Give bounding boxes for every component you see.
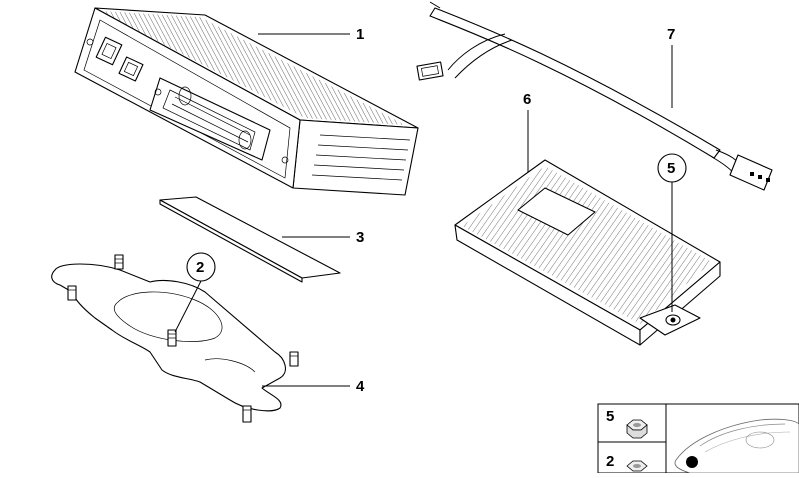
callout-label-5: 5 — [667, 160, 675, 177]
callout-label-1: 1 — [356, 26, 364, 43]
vehicle-locator-icon — [674, 418, 799, 474]
callout-6: 6 — [523, 91, 531, 108]
callout-label-2: 2 — [196, 259, 204, 276]
wiring-harness-part-7[interactable] — [416, 1, 773, 191]
module-part-6[interactable] — [454, 159, 721, 346]
legend-row-5: 5 — [606, 408, 648, 439]
callout-3: 3 — [356, 229, 364, 246]
callout-7: 7 — [667, 26, 675, 43]
legend-table: 5 2 — [597, 403, 799, 474]
control-unit-part-1[interactable] — [74, 7, 419, 196]
legend-number-2: 2 — [606, 453, 614, 470]
nut-icon — [626, 460, 648, 472]
location-dot-icon — [686, 456, 698, 468]
legend-row-2: 2 — [606, 453, 648, 472]
callout-1: 1 — [356, 26, 364, 43]
callout-label-7: 7 — [667, 26, 675, 43]
pad-part-3[interactable] — [159, 196, 341, 283]
callout-2: 2 — [186, 252, 216, 282]
leader-lines — [174, 33, 673, 387]
callout-label-3: 3 — [356, 229, 364, 246]
callout-4: 4 — [356, 378, 365, 395]
callout-5: 5 — [657, 153, 687, 183]
callout-label-6: 6 — [523, 91, 531, 108]
bracket-part-4[interactable] — [51, 254, 299, 423]
legend-number-5: 5 — [606, 408, 614, 425]
callout-label-4: 4 — [356, 378, 365, 395]
nut-icon — [626, 419, 648, 439]
